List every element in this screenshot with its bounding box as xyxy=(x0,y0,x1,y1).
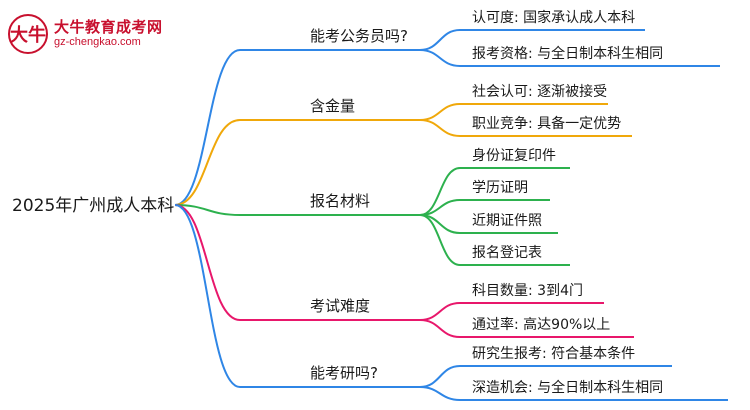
branch-label-1: 能考公务员吗? xyxy=(310,27,408,45)
branch-connector-2 xyxy=(174,119,241,206)
logo-mark: 大牛 xyxy=(10,25,46,46)
branch-connector-3 xyxy=(174,204,241,216)
leaf-label-3-4: 报名登记表 xyxy=(472,245,542,261)
leaf-label-5-2: 深造机会: 与全日制本科生相同 xyxy=(472,379,663,396)
root-label: 2025年广州成人本科 xyxy=(12,196,174,216)
logo-emblem-icon: 大牛 xyxy=(8,14,48,54)
branch-label-2: 含金量 xyxy=(310,97,355,115)
leaf-connector-3-4 xyxy=(419,214,461,266)
leaf-label-1-2: 报考资格: 与全日制本科生相同 xyxy=(472,45,663,62)
branch-label-3: 报名材料 xyxy=(310,192,370,210)
leaf-label-3-1: 身份证复印件 xyxy=(472,147,556,164)
branch-label-4: 考试难度 xyxy=(310,297,370,315)
leaf-connector-1-2 xyxy=(419,49,461,67)
leaf-label-5-1: 研究生报考: 符合基本条件 xyxy=(472,345,635,362)
leaf-label-3-3: 近期证件照 xyxy=(472,213,542,229)
logo-site-name: 大牛教育成考网 xyxy=(54,18,163,36)
leaf-connector-4-1 xyxy=(419,302,461,321)
leaf-label-1-1: 认可度: 国家承认成人本科 xyxy=(472,9,635,26)
branch-connector-1 xyxy=(174,49,241,206)
leaf-connector-2-1 xyxy=(419,103,461,121)
logo-url: gz-chengkao.com xyxy=(54,36,141,48)
leaf-connector-4-2 xyxy=(419,319,461,338)
branch-connector-5 xyxy=(174,204,241,388)
leaf-connector-1-1 xyxy=(419,29,461,51)
leaf-connector-5-1 xyxy=(419,365,461,388)
leaf-label-4-2: 通过率: 高达90%以上 xyxy=(472,316,610,333)
leaf-connector-2-2 xyxy=(419,119,461,137)
leaf-label-2-2: 职业竞争: 具备一定优势 xyxy=(472,115,621,132)
branch-connector-4 xyxy=(174,204,241,321)
leaf-label-3-2: 学历证明 xyxy=(472,180,528,196)
branch-label-5: 能考研吗? xyxy=(310,364,378,382)
leaf-connector-5-2 xyxy=(419,386,461,401)
leaf-label-4-1: 科目数量: 3到4门 xyxy=(472,283,583,299)
leaf-label-2-1: 社会认可: 逐渐被接受 xyxy=(472,83,607,100)
site-logo[interactable]: 大牛 大牛教育成考网 gz-chengkao.com xyxy=(8,12,178,56)
